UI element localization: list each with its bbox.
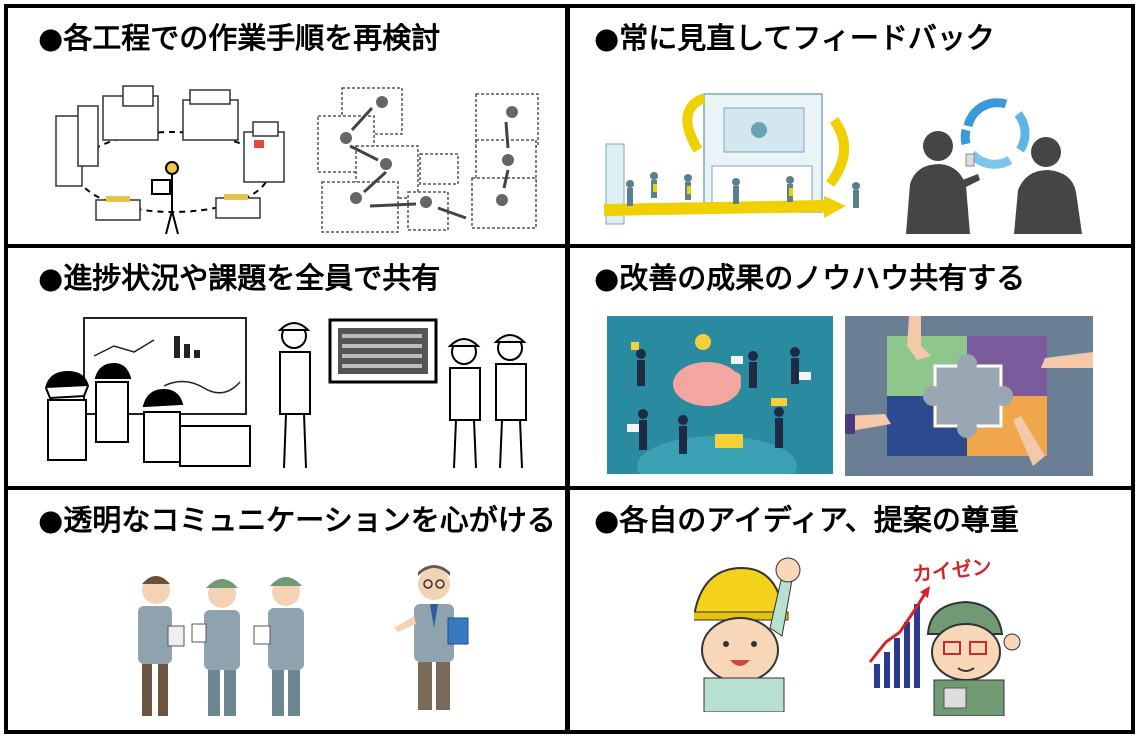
panel-title: ●常に見直してフィードバック bbox=[594, 21, 995, 55]
puzzle-hands-illustration bbox=[845, 316, 1093, 476]
panel-title: ●透明なコミュニケーションを心がける bbox=[38, 503, 556, 537]
grid-divider-horizontal-1 bbox=[4, 244, 1135, 248]
manager-clipboard-illustration bbox=[394, 565, 469, 710]
raised-hand-helmet-illustration bbox=[694, 557, 801, 712]
kaizen-label: カイゼン bbox=[911, 554, 993, 586]
panel-progress-share: ●進捗状況や課題を全員で共有 bbox=[8, 248, 565, 486]
grid-divider-vertical bbox=[565, 4, 570, 734]
panel-feedback: ●常に見直してフィードバック bbox=[570, 8, 1131, 244]
panel-title: ●進捗状況や課題を全員で共有 bbox=[38, 261, 441, 295]
panel-title: ●各工程での作業手順を再検討 bbox=[38, 21, 441, 55]
discussion-silhouette-illustration bbox=[906, 98, 1082, 234]
panel-knowhow-share: ●改善の成果のノウハウ共有する bbox=[570, 248, 1131, 486]
panel-transparent-communication: ●透明なコミュニケーションを心がける bbox=[8, 490, 565, 730]
teamwork-piggybank-illustration bbox=[607, 316, 833, 474]
panel-idea-respect: ●各自のアイディア、提案の尊重 カイゼン bbox=[570, 490, 1131, 730]
panel-title: ●改善の成果のノウハウ共有する bbox=[594, 261, 1026, 295]
grid-divider-horizontal-2 bbox=[4, 486, 1135, 490]
panel-work-procedure: ●各工程での作業手順を再検討 bbox=[8, 8, 565, 244]
kaizen-worker-illustration: カイゼン bbox=[868, 554, 1021, 716]
meeting-chart-illustration bbox=[44, 317, 251, 467]
board-presentation-illustration bbox=[277, 318, 527, 469]
factory-layout-illustration bbox=[55, 85, 285, 235]
factory-feedback-illustration bbox=[603, 93, 860, 225]
workflow-diagram-illustration bbox=[317, 87, 539, 233]
workers-communication-illustration bbox=[138, 576, 304, 716]
panel-title: ●各自のアイディア、提案の尊重 bbox=[594, 503, 1019, 537]
